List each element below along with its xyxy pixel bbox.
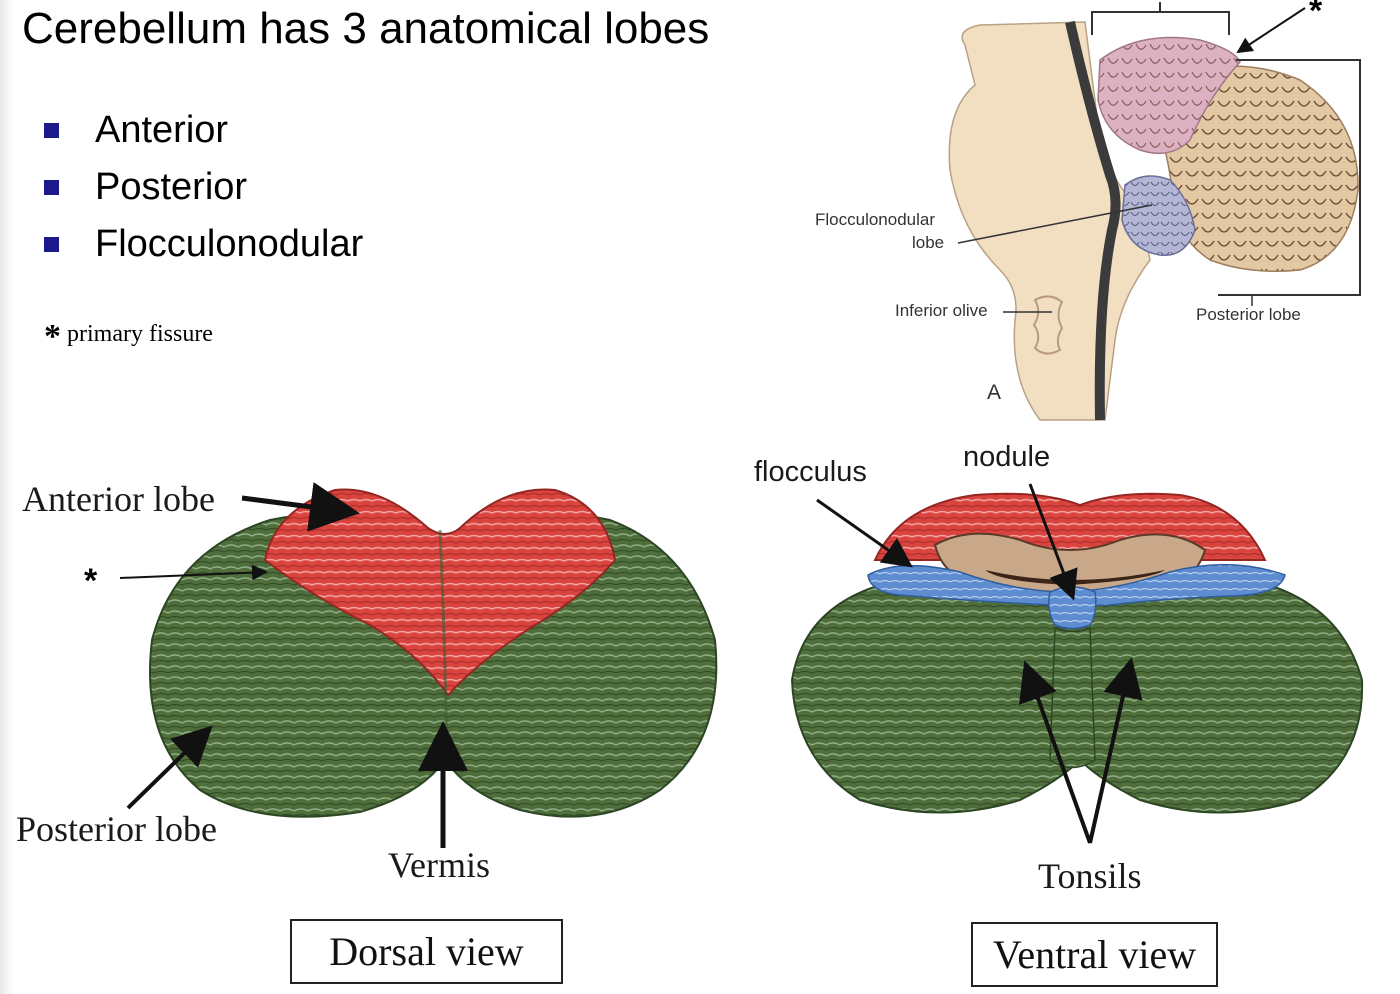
sagittal-anterior-lobe	[1097, 36, 1241, 155]
tonsils-arrow-right	[1088, 657, 1143, 844]
flocculus-arrow	[816, 498, 913, 568]
vermis-label: Vermis	[388, 845, 490, 885]
asterisk-symbol: *	[44, 318, 61, 355]
sagittal-primary-fissure-star: *	[1309, 0, 1323, 30]
sagittal-section-figure	[948, 2, 1361, 421]
posterior-lobe-label: Posterior lobe	[16, 809, 217, 849]
primary-fissure-arrow	[1236, 7, 1306, 54]
ventral-view-caption: Ventral view	[971, 922, 1218, 987]
posterior-lobe-arrow	[126, 725, 213, 810]
square-bullet-icon	[44, 180, 59, 195]
anterior-lobe-arrow	[241, 482, 360, 532]
flocculus-shape	[867, 563, 1286, 607]
lobe-list-label: Flocculonodular	[95, 223, 364, 265]
anterior-lobe-label: Anterior lobe	[22, 479, 215, 519]
ventral-vermis-column	[1049, 626, 1096, 769]
square-bullet-icon	[44, 123, 59, 138]
tonsils-label: Tonsils	[1038, 856, 1142, 896]
flocculonodular-leader-line	[957, 204, 1153, 244]
panel-letter-label: A	[987, 381, 1002, 404]
nodule-label: nodule	[963, 441, 1051, 473]
flocculus-label: flocculus	[754, 456, 867, 488]
dorsal-view-caption: Dorsal view	[290, 919, 563, 984]
lobe-list-item: Anterior	[44, 102, 363, 159]
sagittal-flocculonodular-lobe	[1121, 175, 1196, 257]
primary-fissure-note: *primary fissure	[44, 318, 213, 356]
lobe-list-item: Flocculonodular	[44, 216, 363, 273]
ventral-view-figure	[790, 483, 1364, 844]
flocculonodular-label-line2: lobe	[912, 233, 945, 252]
posterior-lobe-bracket	[1218, 59, 1361, 296]
left-edge-shade	[0, 0, 14, 994]
dorsal-primary-fissure-arrow	[119, 564, 268, 581]
slide-title: Cerebellum has 3 anatomical lobes	[22, 4, 710, 53]
inferior-olive-label: Inferior olive	[895, 301, 988, 320]
dorsal-primary-fissure-star: *	[84, 562, 98, 600]
anterior-lobe-bracket	[1091, 2, 1230, 35]
inferior-olive-shape	[1032, 295, 1064, 355]
sagittal-posterior-lobe-label: Posterior lobe	[1196, 305, 1301, 324]
flocculonodular-label: Flocculonodular	[815, 210, 936, 229]
square-bullet-icon	[44, 237, 59, 252]
lobe-list: Anterior Posterior Flocculonodular	[44, 102, 363, 273]
dorsal-view-figure	[119, 482, 718, 848]
lobe-list-label: Anterior	[95, 109, 229, 151]
lobe-list-label: Posterior	[95, 166, 248, 208]
fourth-ventricle-line	[1065, 20, 1121, 421]
dorsal-anterior-lobe	[263, 488, 617, 697]
lobe-list-item: Posterior	[44, 159, 363, 216]
tonsils-arrow-left	[1019, 660, 1092, 844]
nodule-arrow	[1028, 483, 1078, 601]
fourth-ventricle-cavity	[985, 570, 1165, 585]
primary-fissure-note-text: primary fissure	[67, 321, 213, 347]
